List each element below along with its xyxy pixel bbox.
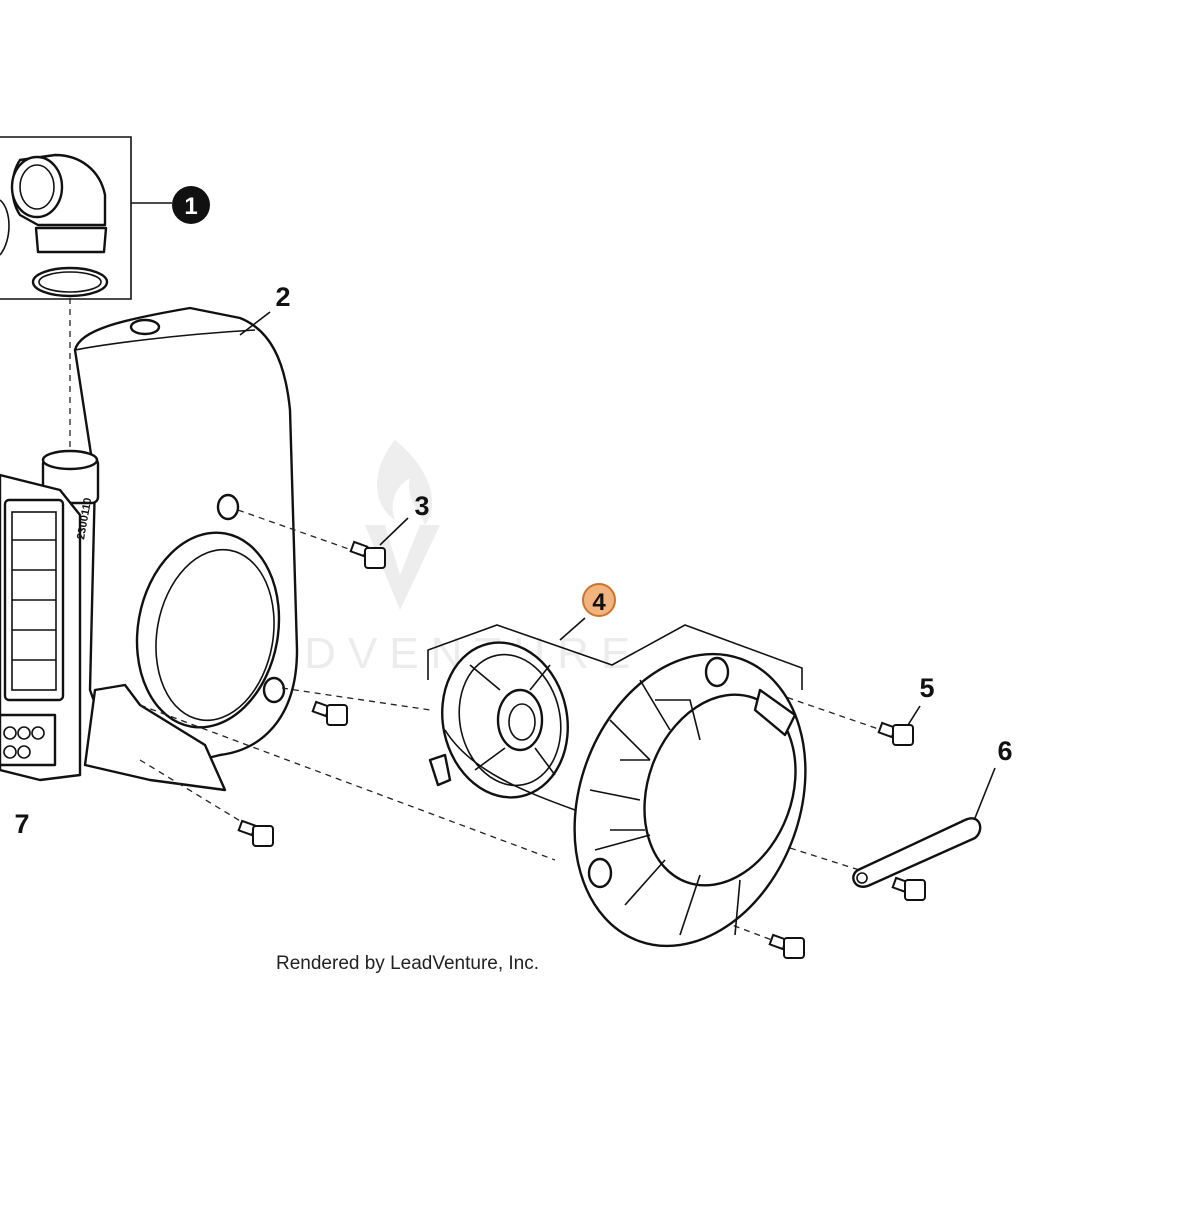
- bolt-cover-lower: [768, 933, 805, 959]
- callout-5[interactable]: 5: [919, 673, 934, 703]
- part-4-recoil-cover: [573, 652, 807, 948]
- part-1-elbow: [0, 153, 109, 298]
- part-3-bolt: [349, 540, 386, 569]
- callout-1[interactable]: 1: [184, 193, 197, 220]
- part-4-bracket: [427, 624, 803, 690]
- bolt-lower-2: [237, 819, 274, 847]
- bolt-handle: [891, 876, 926, 901]
- part-6-handle: [852, 817, 982, 888]
- bolt-lower-1: [311, 700, 348, 726]
- part-4-pulley: [428, 641, 576, 811]
- callout-7[interactable]: 7: [14, 809, 29, 839]
- credit-text: Rendered by LeadVenture, Inc.: [276, 953, 539, 974]
- callout-3[interactable]: 3: [414, 491, 429, 521]
- part-5-bolt: [877, 721, 914, 746]
- callout-6[interactable]: 6: [997, 736, 1012, 766]
- callout-4-highlight: [582, 583, 616, 617]
- part-1-bracket: [0, 136, 172, 300]
- part-7-air-box: 2300110: [0, 473, 94, 782]
- callout-1-badge: [172, 186, 210, 224]
- watermark-logo: [365, 440, 440, 610]
- callout-2[interactable]: 2: [275, 282, 290, 312]
- callout-4[interactable]: 4: [592, 589, 606, 616]
- part-2-blower-housing: [41, 306, 299, 792]
